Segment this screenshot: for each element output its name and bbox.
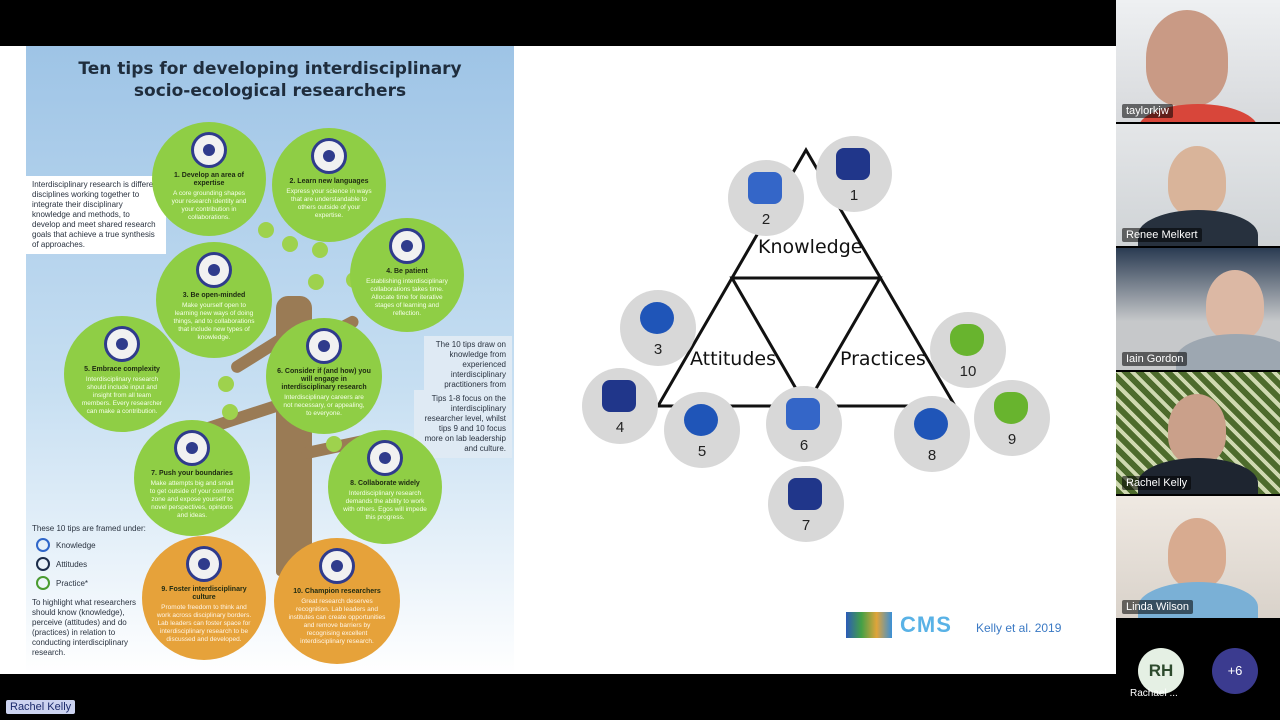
label-knowledge: Knowledge: [758, 236, 863, 258]
head-icon: [640, 302, 674, 334]
tip-1: 1. Develop an area of expertise A core g…: [152, 122, 266, 236]
participant-avatar-name: Rachael ...: [1130, 688, 1178, 699]
node-8: 8: [894, 396, 970, 472]
push-icon: [174, 430, 210, 466]
participant-video: [1168, 518, 1226, 588]
tree-leaf: [312, 242, 328, 258]
participant-tile[interactable]: Linda Wilson: [1116, 496, 1280, 618]
tree-leaf: [222, 404, 238, 420]
tip-8: 8. Collaborate widely Interdisciplinary …: [328, 430, 442, 544]
active-speaker-label: Rachel Kelly: [6, 700, 76, 714]
legend-footnote: To highlight what researchers should kno…: [32, 598, 137, 657]
node-7: 7: [768, 466, 844, 542]
tree-leaf: [326, 436, 342, 452]
node-3: 3: [620, 290, 696, 366]
leaf-hands-icon: [994, 392, 1028, 424]
question-head-icon: [367, 440, 403, 476]
participants-panel: taylorkjw Renee Melkert Iain Gordon Rach…: [1116, 0, 1280, 720]
tip-6: 6. Consider if (and how) you will engage…: [266, 318, 382, 434]
tips-poster: Ten tips for developing interdisciplinar…: [26, 46, 514, 674]
node-5: 5: [664, 392, 740, 468]
more-participants-button[interactable]: +6: [1212, 648, 1258, 694]
chat-bubble-icon: [311, 138, 347, 174]
label-practices: Practices: [840, 348, 926, 370]
intro-text: Interdisciplinary research is different …: [26, 176, 166, 254]
tip-9: 9. Foster interdisciplinary culture Prom…: [142, 536, 266, 660]
tree-leaf: [282, 236, 298, 252]
chat-bubble-icon: [748, 172, 782, 204]
participant-tile[interactable]: taylorkjw: [1116, 0, 1280, 122]
label-attitudes: Attitudes: [690, 348, 776, 370]
node-9: 9: [974, 380, 1050, 456]
head-icon: [196, 252, 232, 288]
participant-tile[interactable]: Iain Gordon: [1116, 248, 1280, 370]
node-4: 4: [582, 368, 658, 444]
trophy-icon: [950, 324, 984, 356]
participant-video: [1146, 10, 1228, 106]
triangle-inner: [729, 276, 883, 409]
push-icon: [788, 478, 822, 510]
tree-leaf: [308, 274, 324, 290]
network-icon: [684, 404, 718, 436]
poster-title: Ten tips for developing interdisciplinar…: [78, 59, 462, 101]
ring-icon: [36, 557, 50, 571]
tree-leaf: [258, 222, 274, 238]
legend-item-knowledge: Knowledge: [36, 538, 152, 552]
target-icon: [836, 148, 870, 180]
ring-icon: [36, 538, 50, 552]
tip-5: 5. Embrace complexity Interdisciplinary …: [64, 316, 180, 432]
legend: These 10 tips are framed under: Knowledg…: [32, 524, 152, 590]
participant-video: [1168, 146, 1226, 216]
tip-7: 7. Push your boundaries Make attempts bi…: [134, 420, 250, 536]
participant-video: [1206, 270, 1264, 340]
participant-video: [1168, 394, 1226, 464]
tip-3: 3. Be open-minded Make yourself open to …: [156, 242, 272, 358]
legend-item-attitudes: Attitudes: [36, 557, 152, 571]
tip-4: 4. Be patient Establishing interdiscipli…: [350, 218, 464, 332]
node-2: 2: [728, 160, 804, 236]
participant-tile[interactable]: Rachel Kelly: [1116, 372, 1280, 494]
cms-logo: CMS: [846, 612, 952, 638]
node-10: 10: [930, 312, 1006, 388]
group-icon: [786, 398, 820, 430]
ring-icon: [36, 576, 50, 590]
node-1: 1: [816, 136, 892, 212]
network-icon: [104, 326, 140, 362]
hourglass-icon: [389, 228, 425, 264]
tip-10: 10. Champion researchers Great research …: [274, 538, 400, 664]
leaf-hands-icon: [186, 546, 222, 582]
question-head-icon: [914, 408, 948, 440]
legend-item-practice: Practice*: [36, 576, 152, 590]
side-note-2: Tips 1-8 focus on the interdisciplinary …: [414, 390, 512, 458]
participant-tile[interactable]: Renee Melkert: [1116, 124, 1280, 246]
tip-2: 2. Learn new languages Express your scie…: [272, 128, 386, 242]
shared-screen: Ten tips for developing interdisciplinar…: [0, 46, 1116, 674]
logo-mark-icon: [846, 612, 892, 638]
participant-avatar[interactable]: RH: [1138, 648, 1184, 694]
trophy-icon: [319, 548, 355, 584]
hourglass-icon: [602, 380, 636, 412]
group-icon: [306, 328, 342, 364]
citation: Kelly et al. 2019: [976, 621, 1062, 635]
target-icon: [191, 132, 227, 168]
tree-leaf: [218, 376, 234, 392]
node-6: 6: [766, 386, 842, 462]
